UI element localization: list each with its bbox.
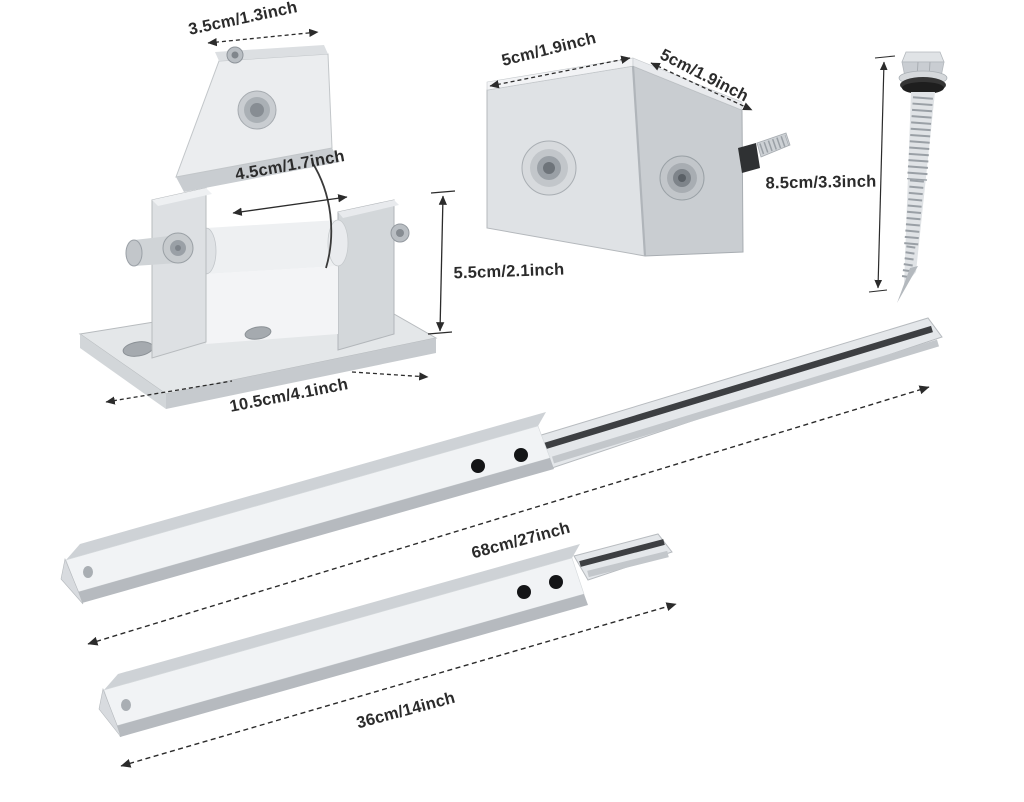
corner-fold-line (631, 65, 647, 257)
long-rail-groove (544, 325, 933, 450)
base-plate-left-face (80, 334, 166, 409)
dim-line-corner-right (650, 62, 753, 111)
left-wall (151, 187, 207, 359)
dim-serif (427, 190, 456, 335)
long-rail-bolt-hole (514, 448, 528, 462)
dim-line-tilt-inner-width (232, 194, 348, 216)
left-wall-top-edge (152, 188, 212, 206)
short-rail-bolt-hole (549, 575, 563, 589)
screw-shank (904, 92, 935, 286)
dim-line-tilt-base-right (351, 371, 429, 381)
right-fastener-center (678, 174, 686, 182)
dim-line-corner-left (489, 55, 631, 89)
short-rail-channel-shade (587, 550, 669, 578)
side-bolt-center (175, 245, 181, 251)
dim-serif (868, 55, 896, 293)
pivot-cylinder-right-end (327, 219, 349, 267)
screw-rubber-washer-edge (902, 82, 944, 94)
hex-screw (897, 51, 948, 303)
dim-line-screw (874, 61, 888, 289)
hinge-bracket (176, 148, 340, 192)
dim-line-short-rail (120, 602, 677, 768)
dim-line-tilt-base-left (105, 380, 233, 405)
short-rail-bolt-hole (517, 585, 531, 599)
corner-bolt-shaft (756, 132, 791, 158)
side-bolt-knob (125, 239, 143, 267)
corner-bolt-nut (738, 143, 760, 173)
dim-line-long-rail (87, 385, 930, 646)
screw-length-label: 8.5cm/3.3inch (765, 172, 877, 193)
pivot-cylinder (206, 220, 338, 274)
dim-line-tilt-height (436, 195, 447, 332)
tilt-height-label: 5.5cm/2.1inch (453, 260, 565, 283)
long-rail-end-cap (60, 557, 84, 605)
inner-gap (206, 266, 338, 344)
flange-screw-center (231, 51, 239, 59)
screw-hex-top (901, 51, 945, 63)
screw-threads-middle (904, 179, 924, 247)
screw-threads-upper (907, 96, 933, 181)
right-wall-top-edge (338, 200, 399, 218)
long-rail-bolt-hole (471, 459, 485, 473)
clamp-bolt-center (250, 103, 264, 117)
short-rail-groove (579, 539, 665, 567)
left-fastener-center (543, 162, 555, 174)
dim-line-tilt-top-width (207, 28, 319, 47)
screw-tip (897, 266, 918, 303)
tilt-mount-bracket (78, 45, 438, 409)
short-rail-end-hole (121, 699, 131, 711)
base-plate-front-face (166, 338, 436, 409)
long-rail-front-face (65, 425, 551, 593)
corner-bolt-threads (759, 134, 789, 155)
right-wall (337, 199, 395, 351)
base-mount-hole (244, 326, 272, 340)
long-rail-end-hole (83, 566, 93, 578)
right-pivot-bolt-center (396, 229, 404, 237)
